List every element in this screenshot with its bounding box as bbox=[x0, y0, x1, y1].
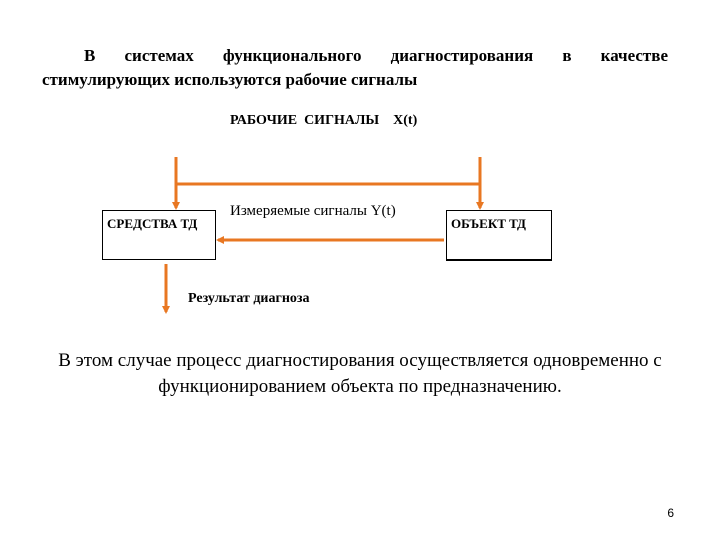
signal-arrows bbox=[162, 157, 484, 314]
heading-line-1: В системах функционального диагностирова… bbox=[84, 46, 668, 65]
diagnosis-result-label: Результат диагноза bbox=[188, 291, 310, 306]
diagnosed-object-label: ОБЪЕКТ ТД bbox=[451, 216, 526, 231]
explanation-paragraph: В этом случае процесс диагностирования о… bbox=[58, 350, 662, 397]
heading-line-2: стимулирующих используются рабочие сигна… bbox=[42, 70, 418, 89]
page-number: 6 bbox=[667, 506, 674, 520]
diagnosed-object-box: ОБЪЕКТ ТД bbox=[446, 210, 552, 261]
diagnostic-tools-label: СРЕДСТВА ТД bbox=[107, 216, 198, 231]
diagnostic-tools-box: СРЕДСТВА ТД bbox=[102, 210, 216, 260]
slide-heading: В системах функционального диагностирова… bbox=[42, 44, 668, 92]
working-signals-label: РАБОЧИЕ СИГНАЛЫ X(t) bbox=[230, 113, 418, 128]
measured-signals-label: Измеряемые сигналы Y(t) bbox=[230, 203, 396, 219]
